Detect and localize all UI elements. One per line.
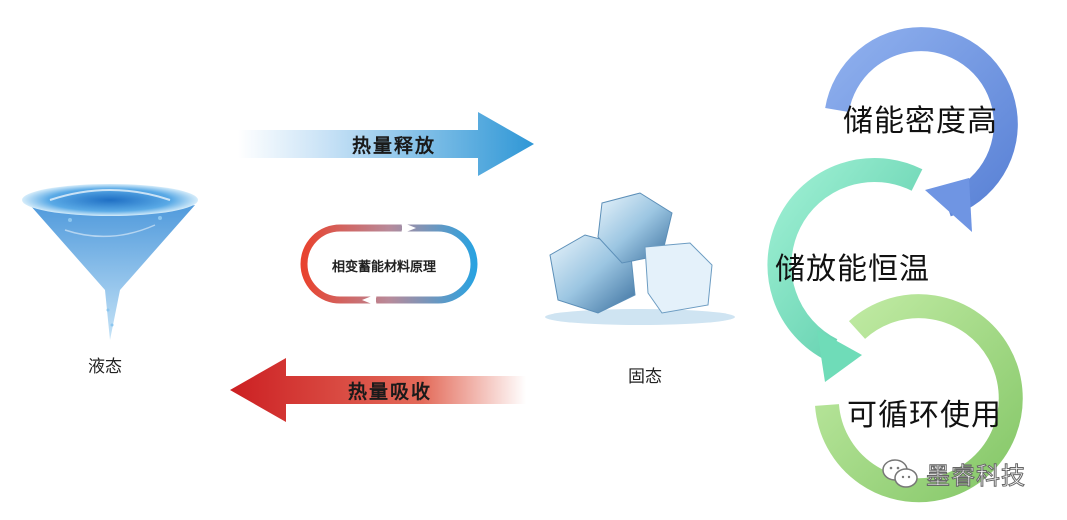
arrow-right-icon (238, 112, 534, 176)
liquid-state-label: 液态 (88, 357, 122, 377)
arrow-left-icon (230, 358, 526, 422)
watermark-text: 墨睿科技 (926, 462, 1026, 491)
cycle-arrow-teal-icon (767, 158, 923, 382)
cycle-arrow-green-icon (815, 294, 1023, 503)
heat-absorb-label: 热量吸收 (348, 381, 433, 403)
cycle-loop-icon (300, 222, 478, 306)
principle-label: 相变蓄能材料原理 (332, 260, 437, 275)
liquid-state-group: 液态 (10, 170, 210, 390)
heat-absorb-arrow: 热量吸收 (230, 358, 526, 422)
heat-release-label: 热量释放 (352, 135, 437, 157)
heat-release-arrow: 热量释放 (238, 112, 534, 176)
ice-cubes-icon (545, 192, 735, 325)
cycle-item-constant-temp: 储放能恒温 (775, 252, 930, 287)
cycle-arrows-graphic (767, 27, 1023, 503)
principle-loop: 相变蓄能材料原理 (298, 222, 480, 306)
wechat-icon (882, 458, 918, 488)
cycle-item-recyclable: 可循环使用 (847, 398, 1002, 433)
cycle-item-energy-density: 储能密度高 (843, 104, 998, 139)
cycle-arrow-blue-icon (825, 27, 1018, 232)
solid-state-group: 固态 (540, 185, 740, 387)
water-vortex-icon (22, 184, 198, 340)
solid-state-label: 固态 (628, 367, 662, 387)
watermark: 墨睿科技 (880, 456, 1026, 491)
